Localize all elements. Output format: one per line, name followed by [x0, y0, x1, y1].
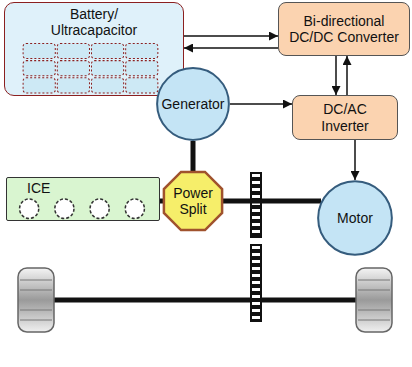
gear-teeth — [252, 174, 260, 236]
power-flow-arrow — [354, 140, 356, 180]
tyre-tread — [358, 280, 390, 320]
wheel-axle — [50, 298, 362, 303]
motor-circle: Motor — [317, 180, 393, 256]
cell — [57, 78, 89, 93]
cell — [91, 61, 123, 76]
cell — [57, 43, 89, 58]
cell — [57, 61, 89, 76]
node-label: Motor — [337, 210, 373, 226]
node-label: ICE — [27, 180, 50, 196]
power-flow-arrow — [184, 47, 278, 49]
power-split-octagon: Power Split — [163, 171, 223, 231]
shaft-link — [160, 199, 163, 204]
cell — [91, 43, 123, 58]
gear — [250, 172, 262, 238]
power-flow-arrow — [346, 56, 348, 95]
tyre-tread — [20, 280, 52, 320]
shaft-link — [223, 199, 321, 204]
cylinder — [20, 199, 39, 218]
power-split-octagon — [164, 172, 222, 230]
node-label: Bi-directional DC/DC Converter — [283, 13, 405, 45]
cylinder — [125, 199, 144, 218]
gear — [250, 244, 262, 322]
engine-box: ICE — [6, 177, 160, 221]
generator-circle — [157, 68, 229, 140]
cell — [126, 78, 158, 93]
cylinder — [90, 199, 109, 218]
inverter-box: DC/AC Inverter — [292, 95, 398, 140]
cell — [23, 61, 55, 76]
cell — [91, 78, 123, 93]
wheel — [356, 268, 392, 332]
converter-box: Bi-directional DC/DC Converter — [278, 2, 410, 56]
cylinder — [55, 199, 74, 218]
cell — [126, 61, 158, 76]
power-flow-arrow — [184, 35, 278, 37]
shaft-link — [191, 141, 196, 171]
wheel — [18, 268, 54, 332]
node-label: Generator — [161, 96, 224, 112]
power-flow-arrow — [230, 103, 292, 105]
generator-circle: Generator — [156, 67, 230, 141]
power-flow-arrow — [335, 56, 337, 95]
node-label: Battery/ Ultracapacitor — [39, 6, 149, 38]
cell — [23, 43, 55, 58]
node-label: Power Split — [165, 185, 221, 217]
cell — [126, 43, 158, 58]
gear-teeth — [252, 246, 260, 320]
cell — [23, 78, 55, 93]
node-label: DC/AC Inverter — [305, 101, 385, 133]
motor-circle — [318, 181, 392, 255]
storage-box: Battery/ Ultracapacitor — [4, 2, 184, 96]
